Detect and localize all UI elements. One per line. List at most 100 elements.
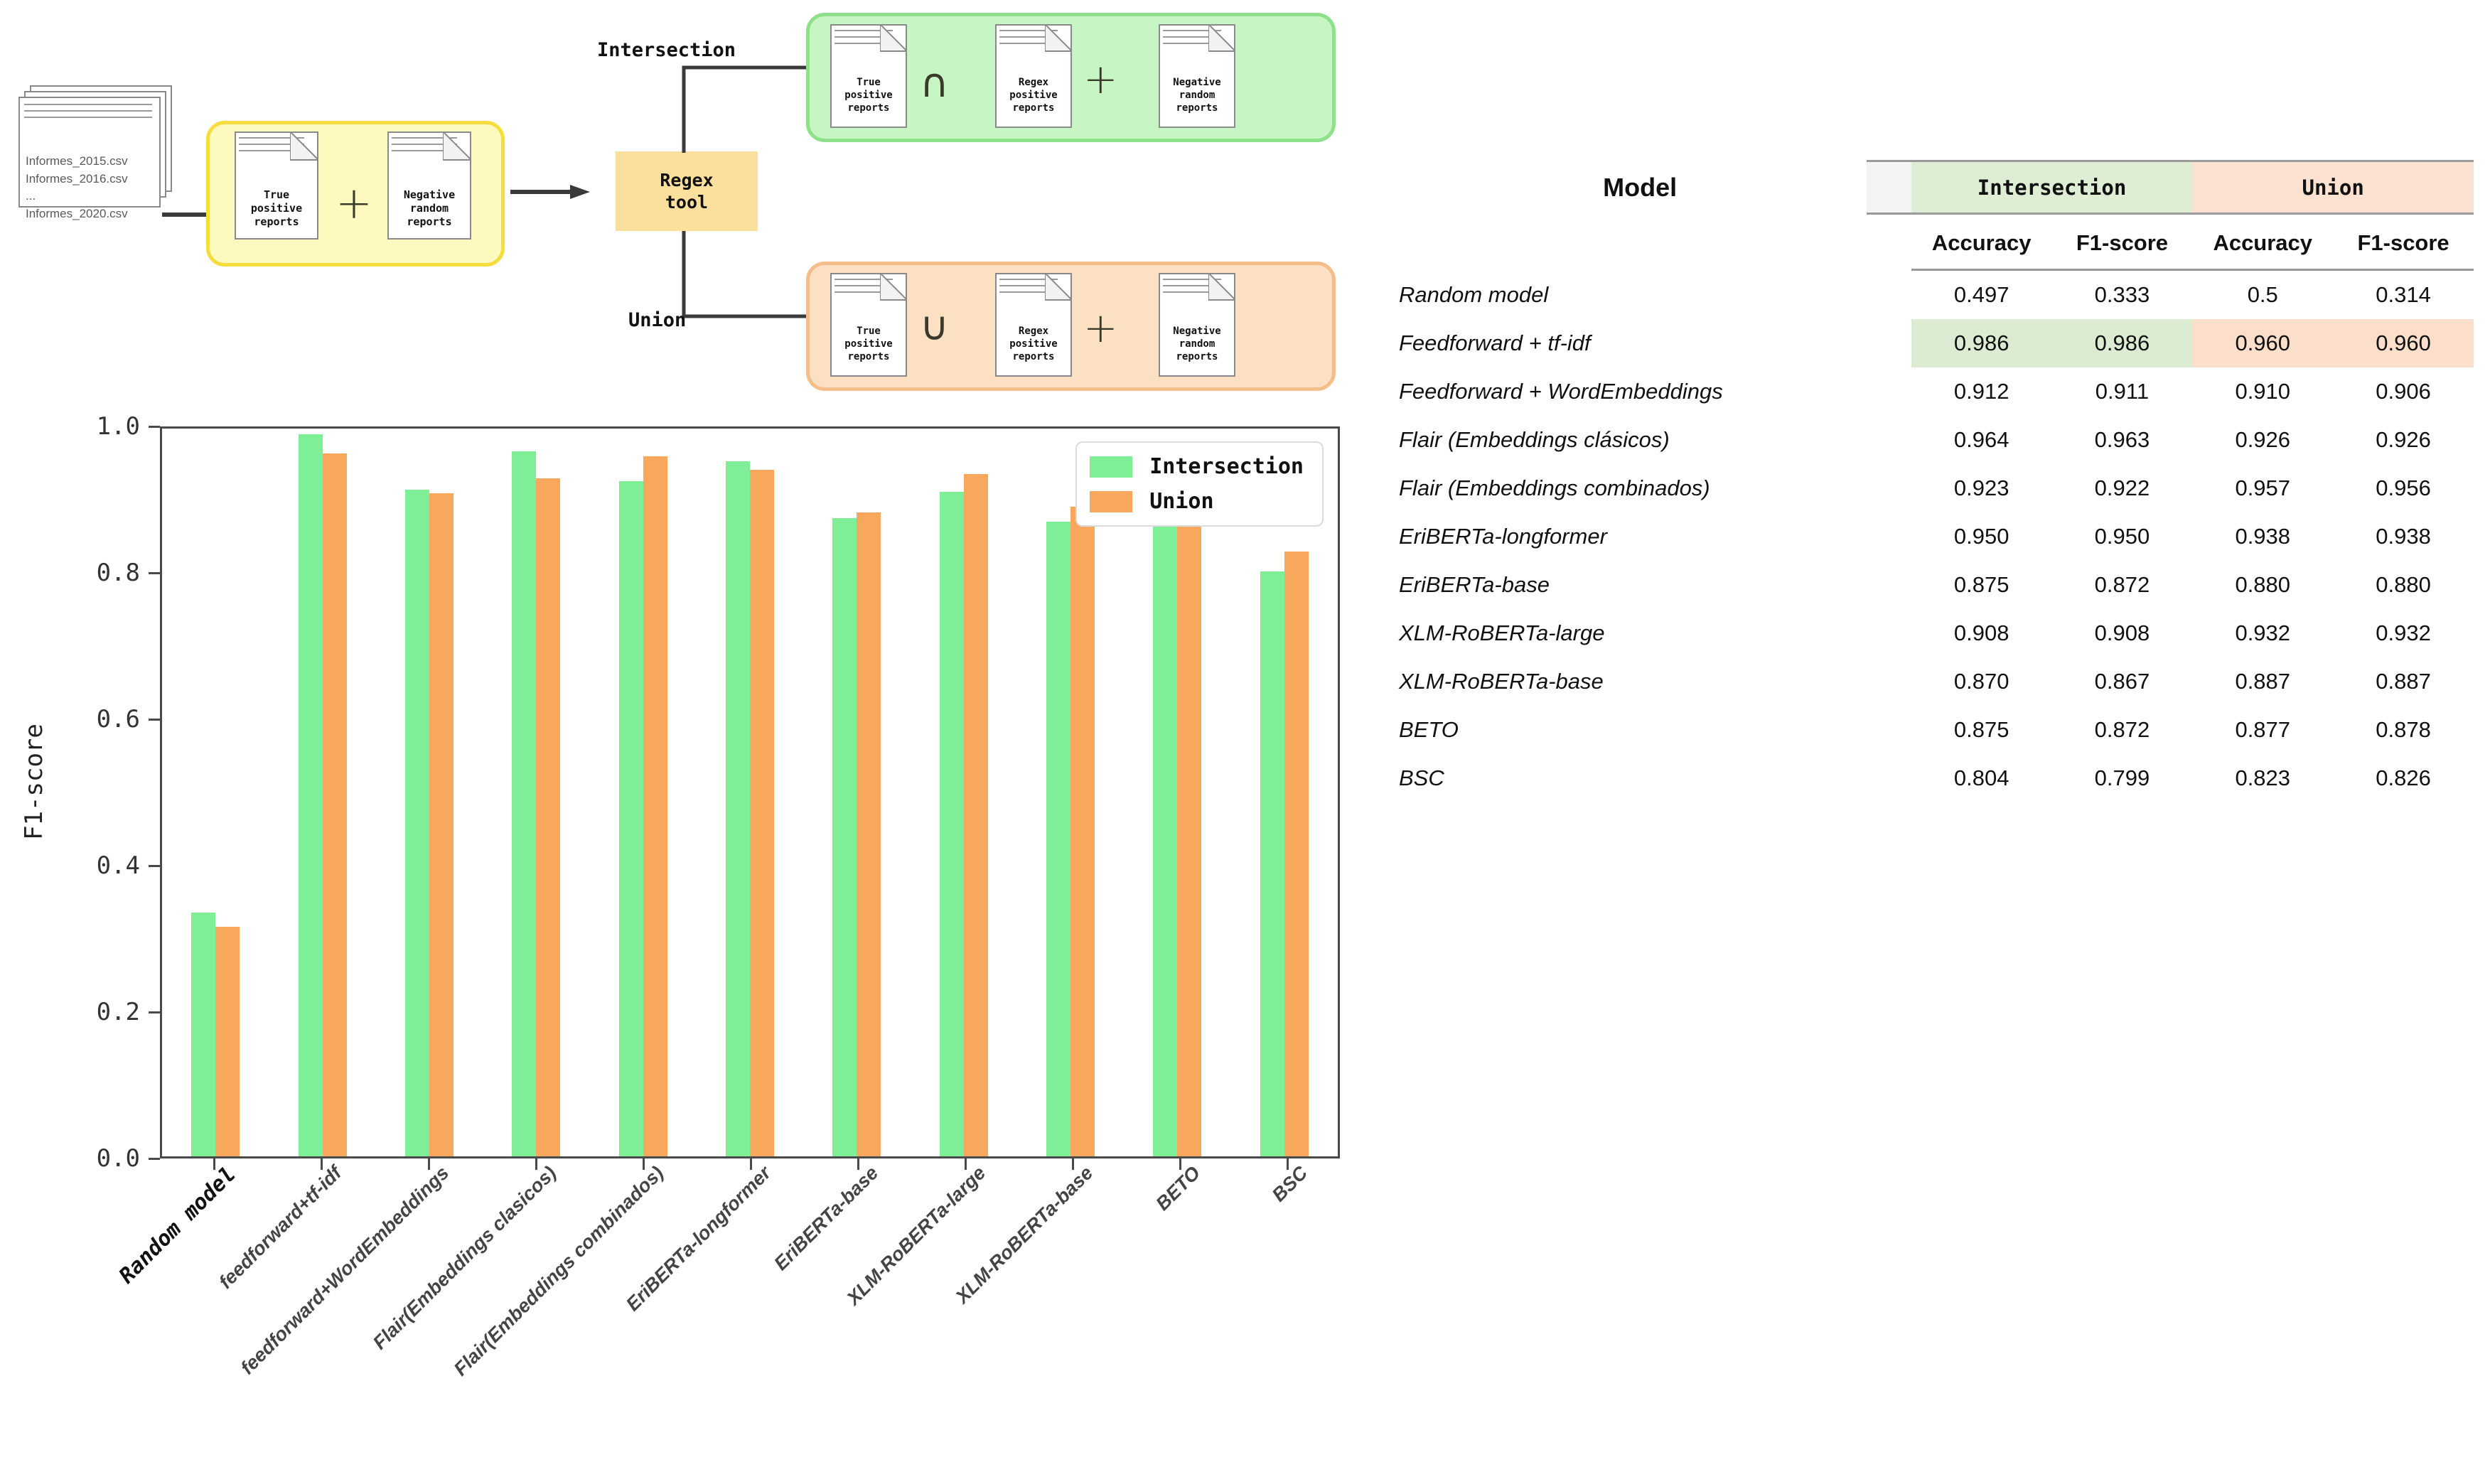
- y-tick-label: 0.6: [96, 705, 140, 733]
- y-tick-label: 0.0: [96, 1144, 140, 1173]
- regex-tool-box[interactable]: Regex tool: [616, 151, 758, 231]
- table-cell-value: 0.938: [2376, 524, 2431, 549]
- legend-swatch-union: [1090, 490, 1133, 512]
- table-cell-value: 0.960: [2333, 319, 2474, 367]
- table-cell-value: 0.880: [2376, 572, 2431, 597]
- table-cell-spacer: [1867, 754, 1911, 802]
- y-tick-label: 0.8: [96, 559, 140, 587]
- table-cell-value: 0.823: [2235, 765, 2291, 790]
- x-tick-label: Flair(Embeddings combinados): [449, 1162, 668, 1380]
- table-cell-value: 0.923: [1953, 475, 2009, 500]
- table-cell-model: Flair (Embeddings clásicos): [1399, 427, 1670, 452]
- bar-group: [697, 429, 803, 1156]
- source-file-list: Informes_2015.csv Informes_2016.csv ... …: [26, 153, 168, 223]
- table-cell-model: Feedforward + WordEmbeddings: [1399, 379, 1723, 404]
- table-cell-value: 0.887: [2235, 669, 2291, 694]
- table-cell-value: 0.908: [2094, 620, 2150, 645]
- plus-operator-input: +: [336, 177, 372, 229]
- arrow-input-to-regex: [510, 185, 590, 199]
- table-group-union: Union: [2192, 160, 2474, 215]
- table-cell-model: BSC: [1399, 765, 1444, 790]
- x-tick-label: Flair(Embeddings clasicos): [368, 1162, 561, 1354]
- y-tick-mark: [149, 572, 160, 574]
- table-subheader-intersection-f1: F1-score: [2076, 230, 2169, 255]
- source-file-ellipsis: ...: [26, 189, 36, 203]
- y-tick-mark: [149, 1158, 160, 1160]
- table-cell-value: 0.960: [2192, 319, 2334, 367]
- plus-operator-union: +: [1083, 303, 1118, 352]
- union-operator: ∪: [920, 303, 949, 350]
- intersection-doc1-label: True positive reports: [844, 77, 893, 114]
- bar-intersection: [618, 481, 643, 1156]
- table-cell-value: 0.964: [1953, 427, 2009, 452]
- bar-union: [1284, 552, 1309, 1156]
- source-file-0: Informes_2015.csv: [26, 154, 128, 168]
- table-cell-model: XLM-RoBERTa-large: [1399, 620, 1605, 645]
- table-cell-value: 0.932: [2235, 620, 2291, 645]
- legend-label-union: Union: [1149, 489, 1214, 514]
- bar-union: [963, 474, 988, 1156]
- table-cell-model: BETO: [1399, 717, 1459, 742]
- table-cell-spacer: [1867, 271, 1911, 319]
- table-cell-spacer: [1867, 319, 1911, 367]
- bar-group: [1124, 429, 1230, 1156]
- legend-item-union: Union: [1090, 489, 1304, 514]
- table-cell-value: 0.872: [2094, 717, 2150, 742]
- table-cell-value: 0.867: [2094, 669, 2150, 694]
- bar-intersection: [939, 491, 964, 1156]
- table-cell-value: 0.875: [1953, 717, 2009, 742]
- table-cell-value: 0.872: [2094, 572, 2150, 597]
- y-tick-label: 1.0: [96, 412, 140, 441]
- table-cell-value: 0.799: [2094, 765, 2150, 790]
- bar-group: [376, 429, 483, 1156]
- bar-intersection: [1260, 571, 1284, 1156]
- y-tick-mark: [149, 426, 160, 428]
- table-cell-value: 0.875: [1953, 572, 2009, 597]
- bar-intersection: [298, 434, 323, 1156]
- table-subheader-blank-2: [1867, 214, 1911, 270]
- bar-group: [589, 429, 696, 1156]
- bar-union: [1070, 507, 1095, 1156]
- chart-legend: Intersection Union: [1075, 441, 1324, 527]
- x-tick-mark: [964, 1158, 967, 1170]
- table-cell-spacer: [1867, 609, 1911, 657]
- table-cell-value: 0.906: [2376, 379, 2431, 404]
- table-subheader-intersection-accuracy: Accuracy: [1931, 230, 2032, 255]
- legend-swatch-intersection: [1090, 456, 1133, 478]
- bar-union: [429, 493, 454, 1156]
- bar-group: [803, 429, 910, 1156]
- x-tick-label: BETO: [1151, 1162, 1204, 1215]
- table-cell-value: 0.986: [1911, 319, 2052, 367]
- table-cell-value: 0.870: [1953, 669, 2009, 694]
- chart-plot-area: Intersection Union: [160, 426, 1340, 1158]
- table-cell-spacer: [1867, 416, 1911, 464]
- x-tick-mark: [1179, 1158, 1181, 1170]
- table-cell-spacer: [1867, 706, 1911, 754]
- input-doc1-label: True positive reports: [250, 188, 303, 229]
- x-tick-mark: [321, 1158, 323, 1170]
- table-cell-model: Feedforward + tf-idf: [1399, 330, 1591, 355]
- bar-intersection: [512, 451, 537, 1156]
- branch-label-union: Union: [628, 309, 687, 331]
- table-cell-value: 0.956: [2376, 475, 2431, 500]
- legend-label-intersection: Intersection: [1149, 454, 1304, 479]
- table-cell-model: EriBERTa-base: [1399, 572, 1550, 597]
- results-table: Model Intersection Union Accuracy F1-sco…: [1393, 160, 2474, 802]
- table-cell-value: 0.333: [2094, 282, 2150, 307]
- table-cell-value: 0.963: [2094, 427, 2150, 452]
- table-header-rule: [1393, 269, 2474, 271]
- table-cell-value: 0.926: [2376, 427, 2431, 452]
- chart-y-axis-label: F1-score: [20, 724, 48, 840]
- table-cell-spacer: [1867, 657, 1911, 706]
- table-cell-value: 0.910: [2235, 379, 2291, 404]
- bar-group: [1231, 429, 1338, 1156]
- x-tick-mark: [213, 1158, 216, 1170]
- table-cell-value: 0.908: [1953, 620, 2009, 645]
- x-tick-mark: [1071, 1158, 1074, 1170]
